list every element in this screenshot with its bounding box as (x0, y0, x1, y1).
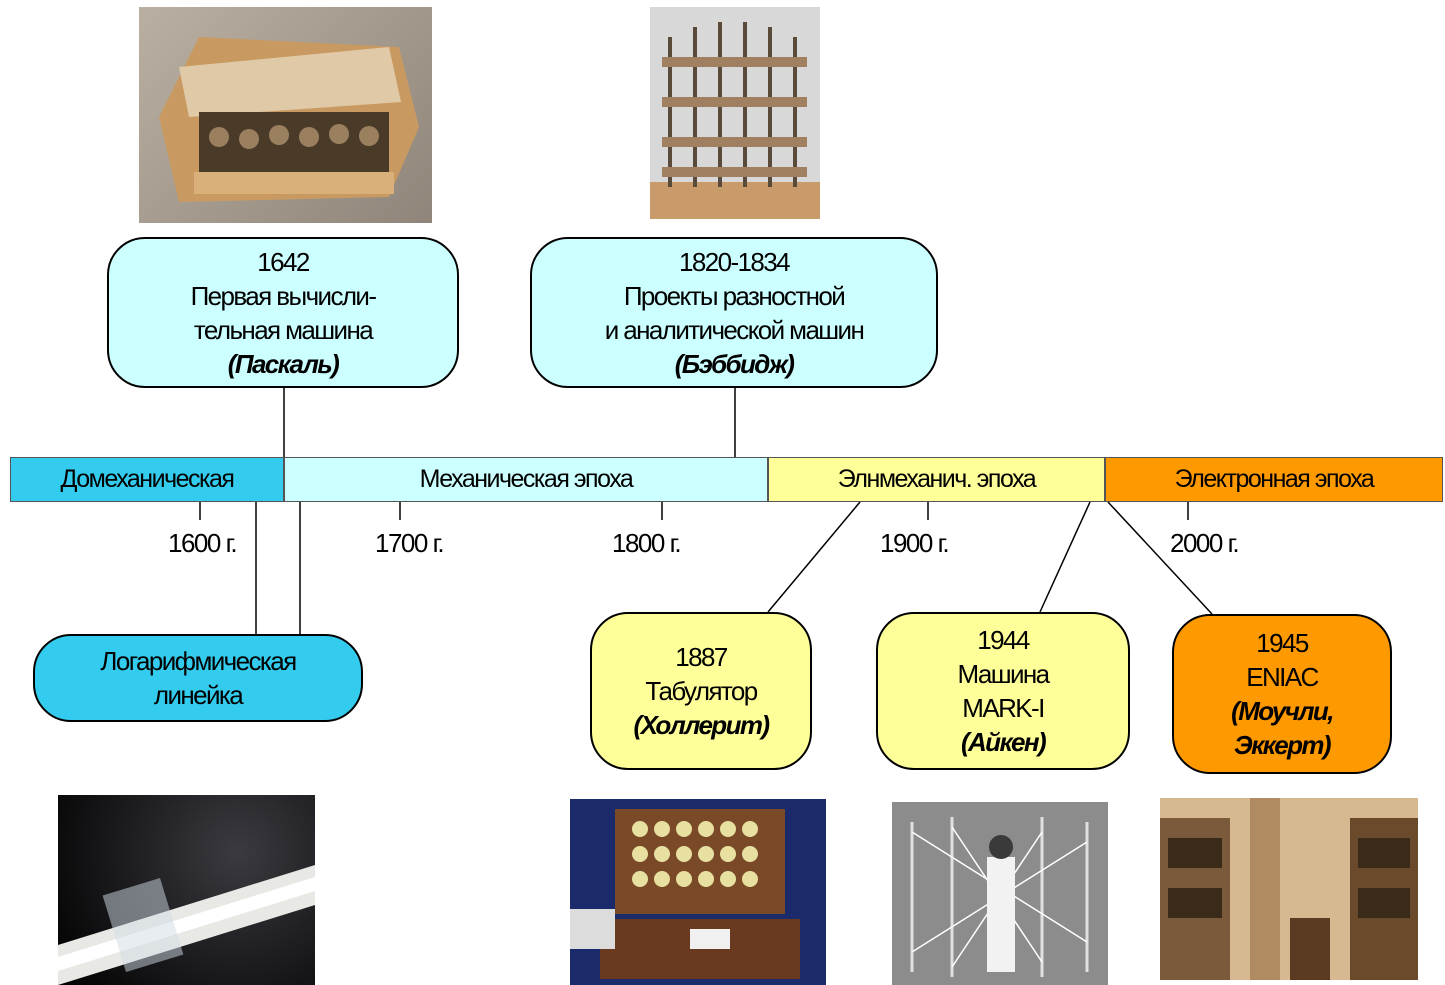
era-mechanical: Механическая эпоха (284, 457, 768, 502)
event-eniac: 1945 ENIAC (Моучли, Эккерт) (1172, 614, 1392, 774)
event-inventor: Эккерт) (1234, 730, 1332, 760)
event-text: Проекты разностной (623, 280, 846, 311)
event-year: 1820-1834 (679, 246, 791, 277)
eniac-photo (1160, 798, 1418, 980)
tick-label-1800: 1800 г. (612, 528, 682, 558)
event-slide-rule: Логарифмическая линейка (33, 634, 363, 722)
event-pascal: 1642 Первая вычисли- тельная машина (Пас… (107, 237, 459, 388)
event-text: Машина (957, 659, 1050, 689)
tick-label-1900: 1900 г. (880, 528, 950, 558)
tick-label-1600: 1600 г. (168, 528, 238, 558)
event-year: 1887 (675, 642, 728, 672)
event-text: Логарифмическая (100, 646, 297, 676)
event-text: MARK-I (962, 693, 1045, 723)
event-text: тельная машина (193, 314, 374, 345)
tabulator-photo (570, 799, 826, 985)
event-inventor: (Холлерит) (633, 710, 771, 740)
mark-connector (1039, 501, 1091, 613)
event-text: и аналитической машин (604, 314, 865, 345)
tick-label-1700: 1700 г. (375, 528, 445, 558)
era-premechanical: Домеханическая (10, 457, 284, 502)
event-inventor: (Паскаль) (227, 348, 340, 379)
event-inventor: (Моучли, (1231, 696, 1334, 726)
slide-rule-photo (58, 795, 315, 985)
event-text: Табулятор (645, 676, 758, 706)
event-year: 1945 (1256, 628, 1309, 658)
difference-engine-photo (650, 7, 820, 219)
event-mark: 1944 Машина MARK-I (Айкен) (876, 612, 1130, 770)
era-electronic: Электронная эпоха (1105, 457, 1443, 502)
hollerith-connector (767, 501, 861, 613)
event-text: ENIAC (1246, 662, 1319, 692)
event-year: 1642 (257, 246, 310, 277)
event-text: Первая вычисли- (190, 280, 377, 311)
mark-i-photo (892, 802, 1108, 985)
era-electromechanical: Элнмеханич. эпоха (768, 457, 1105, 502)
tick-label-2000: 2000 г. (1170, 528, 1240, 558)
event-inventor: (Айкен) (960, 727, 1047, 757)
event-babbage: 1820-1834 Проекты разностной и аналитиче… (530, 237, 938, 388)
event-hollerith: 1887 Табулятор (Холлерит) (590, 612, 812, 770)
pascaline-photo (139, 7, 432, 223)
event-inventor: (Бэббидж) (674, 348, 795, 379)
event-year: 1944 (977, 625, 1030, 655)
event-text: линейка (153, 680, 244, 710)
